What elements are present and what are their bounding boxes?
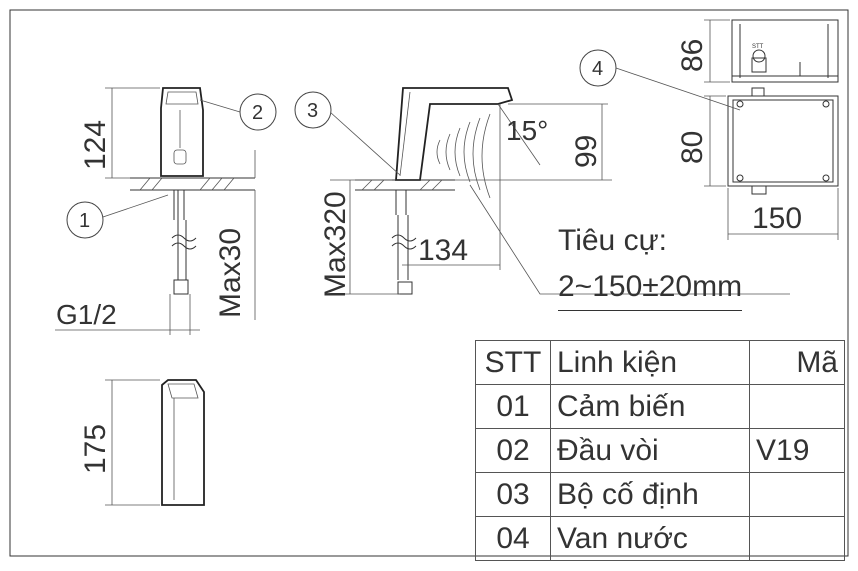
parts-table: STT Linh kiện Mã 01 Cảm biến 02 Đầu vòi … xyxy=(475,340,845,561)
row-stt: 01 xyxy=(475,384,551,429)
row-component: Cảm biến xyxy=(550,384,750,429)
header-component: Linh kiện xyxy=(550,340,750,385)
dim-max30: Max30 xyxy=(214,228,247,318)
row-code xyxy=(749,516,845,561)
dim-175: 175 xyxy=(79,424,112,474)
row-stt: 04 xyxy=(475,516,551,561)
focal-note: Tiêu cự: 2~150±20mm xyxy=(558,218,743,311)
side-view-faucet: 175 xyxy=(79,379,205,506)
dim-86: 86 xyxy=(676,39,709,72)
row-component: Đầu vòi xyxy=(550,428,750,473)
callout-1: 1 xyxy=(66,194,169,239)
control-box: STT 86 80 150 xyxy=(676,19,839,240)
table-header-row: STT Linh kiện Mã xyxy=(475,340,845,385)
dim-150: 150 xyxy=(752,202,802,235)
row-component: Van nước xyxy=(550,516,750,561)
box-stt-label: STT xyxy=(752,44,764,50)
dim-80: 80 xyxy=(676,131,709,164)
header-code: Mã xyxy=(749,340,845,385)
table-row: 01 Cảm biến xyxy=(475,384,845,429)
row-code xyxy=(749,384,845,429)
row-stt: 02 xyxy=(475,428,551,473)
table-row: 02 Đầu vòi V19 xyxy=(475,428,845,473)
dim-134: 134 xyxy=(418,234,468,267)
callout-4: 4 xyxy=(579,49,741,111)
callout-2: 2 xyxy=(199,93,277,131)
svg-text:4: 4 xyxy=(592,58,603,80)
table-row: 03 Bộ cố định xyxy=(475,472,845,517)
dim-angle: 15° xyxy=(506,115,548,146)
row-stt: 03 xyxy=(475,472,551,517)
side-elevation-faucet: 99 15° Max320 134 xyxy=(319,87,790,298)
dim-g12: G1/2 xyxy=(56,299,117,330)
focal-value: 2~150±20mm xyxy=(558,264,743,311)
drawing-frame xyxy=(9,9,849,557)
table-row: 04 Van nước xyxy=(475,516,845,561)
callout-3: 3 xyxy=(294,91,401,176)
svg-text:2: 2 xyxy=(252,102,263,124)
dim-99: 99 xyxy=(570,135,603,168)
svg-text:3: 3 xyxy=(307,100,318,122)
dim-max320: Max320 xyxy=(319,191,352,298)
row-code: V19 xyxy=(749,428,845,473)
focal-label: Tiêu cự: xyxy=(558,224,667,257)
row-code xyxy=(749,472,845,517)
dim-124: 124 xyxy=(79,120,112,170)
front-view-faucet: 124 Max30 G1/2 xyxy=(55,87,256,335)
header-stt: STT xyxy=(475,340,551,385)
svg-text:1: 1 xyxy=(79,210,90,232)
row-component: Bộ cố định xyxy=(550,472,750,517)
